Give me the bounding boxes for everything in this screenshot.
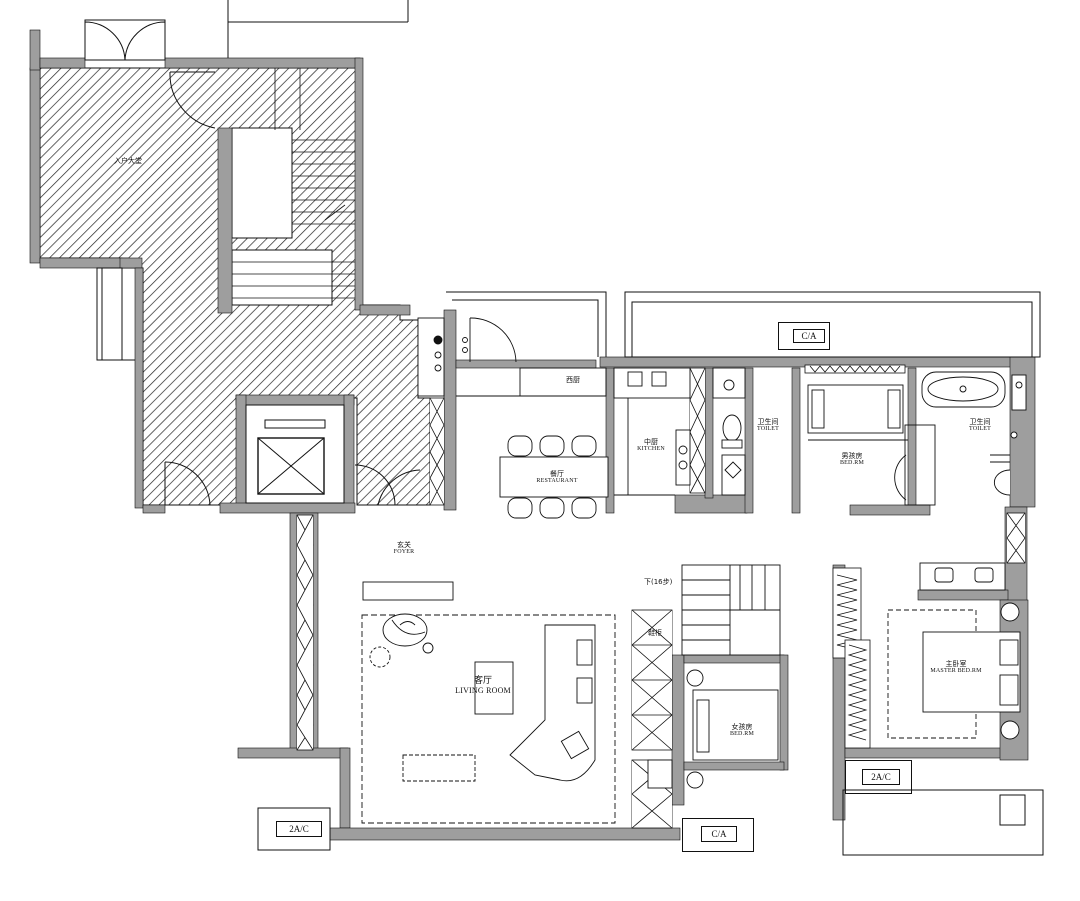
toilet-1-fixtures (712, 367, 746, 496)
master-bedroom-en: MASTER BED.RM (930, 668, 982, 675)
label-toilet-1: 卫生间 TOILET (757, 418, 779, 433)
ac-label-top: C/A (793, 329, 825, 343)
label-living-room: 客厅 LIVING ROOM (455, 676, 511, 696)
boys-room-en: BED.RM (839, 460, 865, 467)
ac-label-bottom-right: 2A/C (862, 769, 900, 785)
toilet-2-fixtures (921, 371, 1027, 496)
master-bed (887, 602, 1021, 740)
label-foyer: 玄关 FOYER (394, 541, 415, 556)
living-room-furniture (361, 581, 616, 824)
master-vanity (919, 562, 1006, 591)
label-kitchen: 中厨 KITCHEN (637, 438, 665, 453)
label-girls-room: 女孩房 BED.RM (730, 723, 754, 738)
restaurant-en: RESTAURANT (536, 478, 578, 485)
west-kitchen-cn: 西厨 (566, 376, 580, 384)
stair-treads-lobby (232, 68, 355, 299)
toilet-1-en: TOILET (756, 426, 780, 433)
living-room-en: LIVING ROOM (455, 686, 511, 696)
ac-label-bottom-mid: C/A (701, 826, 737, 842)
wardrobes (804, 364, 906, 749)
label-boys-room: 男孩房 BED.RM (840, 452, 864, 467)
west-kitchen-counter (456, 317, 607, 397)
dining-table (499, 435, 609, 519)
label-stairs-down: 下(16步) (644, 578, 673, 586)
stairs-down (681, 564, 781, 656)
girls-bed (686, 669, 779, 789)
ac-unit-bottom-left: 2A/C (258, 808, 330, 850)
label-shoe-cabinet: 鞋柜 (648, 629, 662, 637)
lobby-fixtures (417, 317, 673, 789)
label-restaurant: 餐厅 RESTAURANT (536, 470, 577, 485)
label-outdoor-lobby: 入户大堂 (114, 157, 142, 165)
girls-room-cn: 女孩房 (731, 723, 753, 731)
foyer-cn: 玄关 (396, 541, 411, 549)
toilet-1-cn: 卫生间 (757, 418, 779, 426)
boys-room-cn: 男孩房 (841, 452, 863, 460)
master-bedroom-cn: 主卧室 (945, 660, 967, 668)
outdoor-lobby-cn: 入户大堂 (114, 157, 142, 165)
ac-label-bottom-left: 2A/C (276, 821, 322, 837)
toilet-2-en: TOILET (968, 426, 992, 433)
label-master-bedroom: 主卧室 MASTER BED.RM (930, 660, 981, 675)
ac-unit-top: C/A (778, 322, 830, 350)
left-service-shaft (96, 267, 135, 361)
living-room-cn: 客厅 (473, 676, 493, 686)
kitchen-cn: 中厨 (643, 438, 658, 446)
ac-unit-bottom-right: 2A/C (845, 760, 912, 794)
girls-room-en: BED.RM (729, 731, 755, 738)
label-toilet-2: 卫生间 TOILET (969, 418, 991, 433)
restaurant-cn: 餐厅 (550, 470, 564, 478)
boys-room-furniture (807, 384, 936, 506)
elevator (245, 404, 345, 504)
lobby-doors (84, 0, 421, 506)
foyer-en: FOYER (393, 549, 415, 556)
toilet-2-cn: 卫生间 (969, 418, 991, 426)
label-west-kitchen: 西厨 (566, 376, 580, 384)
kitchen-counters (613, 367, 691, 496)
lobby-walls (29, 29, 457, 514)
ac-unit-bottom-mid: C/A (682, 818, 754, 852)
balcony-outline (257, 291, 1044, 856)
kitchen-en: KITCHEN (637, 446, 665, 453)
